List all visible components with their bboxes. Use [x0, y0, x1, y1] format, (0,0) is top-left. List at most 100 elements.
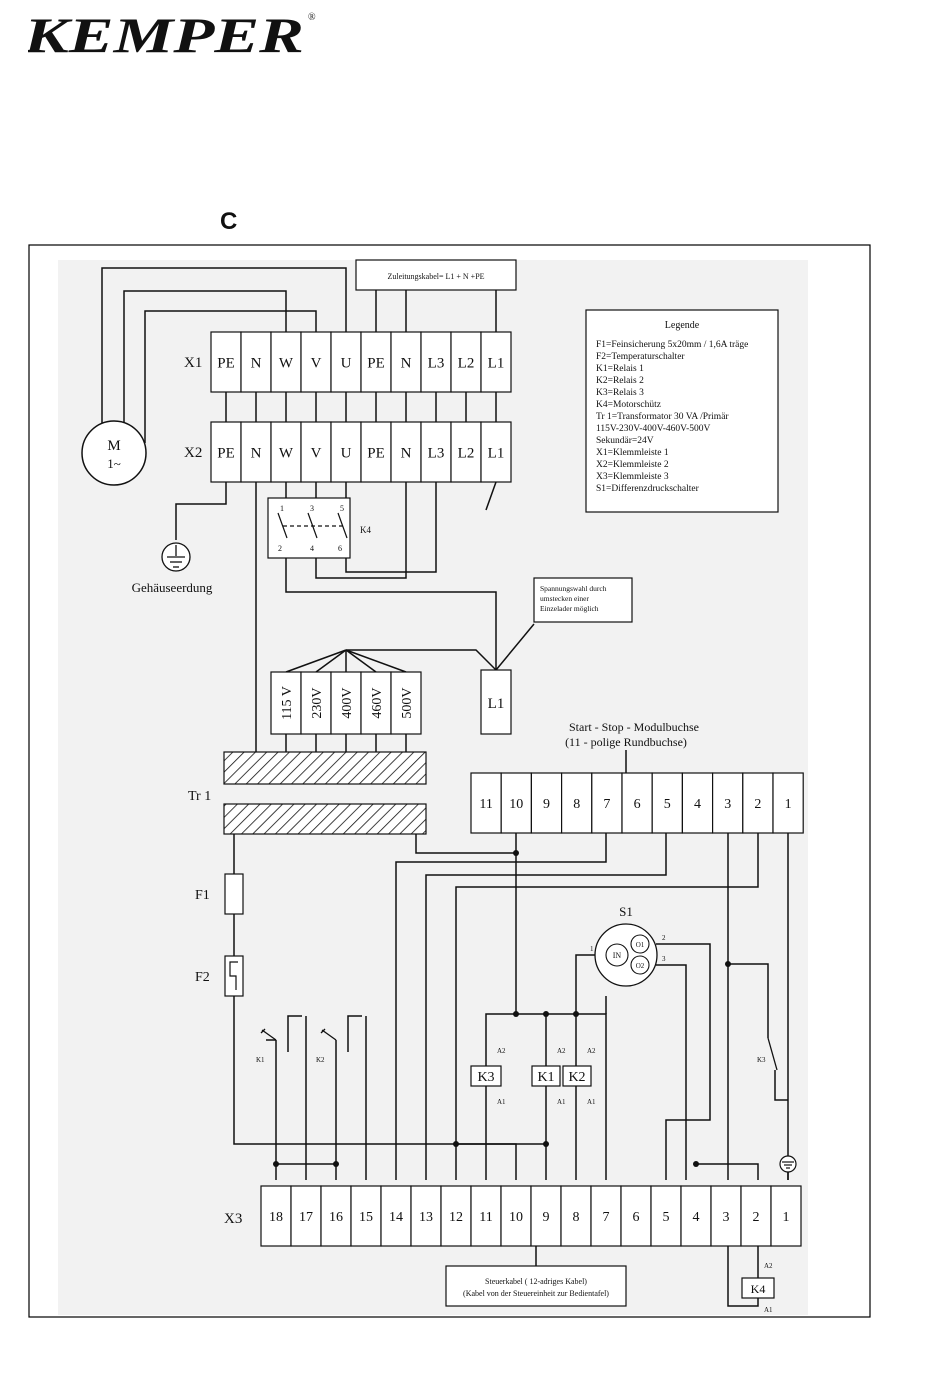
socket-pin-terminal-label: 6	[634, 797, 641, 812]
legend-line: F1=Feinsicherung 5x20mm / 1,6A träge	[596, 340, 748, 350]
voltage-tap-label: 115 V	[280, 686, 295, 720]
socket-pin-cell	[772, 772, 804, 834]
control-cable-line-2: (Kabel von der Steuereinheit zur Bedient…	[463, 1289, 609, 1298]
x1-terminal-label: L2	[458, 355, 475, 371]
x2-terminal-label: V	[311, 445, 322, 461]
voltage-note-line-2: umstecken einer	[540, 594, 589, 603]
k4-pin-2: 2	[278, 544, 282, 553]
l1-plug-label: L1	[488, 696, 505, 712]
transformer-primary	[223, 751, 427, 785]
k4-pin-3: 3	[310, 504, 314, 513]
control-cable-box	[445, 1265, 627, 1307]
section-letter: C	[220, 208, 238, 235]
legend-line: X1=Klemmleiste 1	[596, 448, 669, 458]
k4-contact-box	[267, 497, 351, 559]
socket-pin-cell	[651, 772, 684, 834]
voltage-tap-label: 500V	[400, 687, 415, 718]
x3-terminal-label: 12	[449, 1210, 463, 1225]
x3-terminal-label: 6	[633, 1210, 640, 1225]
k2-contact-label: K2	[316, 1056, 325, 1064]
x1-terminal-label: V	[311, 355, 322, 371]
logo-text: KEMPER	[28, 8, 304, 58]
x3-terminal-label: 3	[723, 1210, 730, 1225]
socket-pin-terminal-label: 4	[694, 797, 701, 812]
k1-contact-label: K1	[256, 1056, 265, 1064]
voltage-tap-box	[360, 671, 392, 735]
x3-cell	[740, 1185, 772, 1247]
k2-coil-label: K2	[568, 1070, 585, 1085]
transformer-secondary	[223, 803, 427, 835]
x1-cell	[240, 331, 272, 393]
socket-pin-cell	[591, 772, 623, 834]
voltage-note-line-1: Spannungswahl durch	[540, 584, 607, 593]
x2-terminal-label: U	[341, 445, 352, 461]
x2-cell	[360, 421, 392, 483]
x3-cell	[320, 1185, 352, 1247]
voltage-tap-label: 230V	[310, 687, 325, 718]
s1-o1-label: O1	[636, 941, 645, 949]
legend-line: Tr 1=Transformator 30 VA /Primär	[596, 411, 729, 422]
k4-coil-a2: A2	[764, 1262, 773, 1270]
s1-label: S1	[619, 904, 633, 919]
k4-pin-4: 4	[310, 544, 314, 553]
x2-cell	[480, 421, 512, 483]
k3-a2-label: A2	[497, 1047, 506, 1055]
k2-a1-label: A1	[587, 1098, 596, 1106]
legend-lines: F1=Feinsicherung 5x20mm / 1,6A trägeF2=T…	[596, 340, 748, 494]
x1-terminal-label: U	[341, 355, 352, 371]
x2-cell	[450, 421, 482, 483]
x2-cell	[270, 421, 302, 483]
diagram-frame	[28, 244, 871, 1318]
legend-line: K3=Relais 3	[596, 388, 644, 398]
voltage-tap-box	[330, 671, 362, 735]
x3-terminal-label: 16	[329, 1210, 343, 1225]
x3-terminal-label: 11	[479, 1210, 492, 1225]
k3-contact-label: K3	[757, 1056, 766, 1064]
x3-cell	[650, 1185, 682, 1247]
x2-cell	[390, 421, 422, 483]
socket-pin-terminal-label: 3	[724, 797, 731, 812]
x3-terminal-label: 2	[753, 1210, 760, 1225]
control-cable-line-1: Steuerkabel ( 12-adriges Kabel)	[485, 1277, 587, 1286]
supply-cable-box	[355, 259, 517, 291]
k4-coil	[741, 1277, 775, 1299]
x3-terminal-label: 7	[603, 1210, 610, 1225]
kemper-logo: KEMPER ®	[23, 7, 328, 63]
x1-terminal-label: N	[401, 355, 412, 371]
socket-pin-cell	[560, 772, 593, 834]
x1-terminal-label: W	[279, 355, 294, 371]
tr1-label: Tr 1	[188, 789, 211, 804]
legend-line: X3=Klemmleiste 3	[596, 472, 669, 482]
motor-letter: M	[107, 438, 120, 454]
socket-pin-cell	[711, 772, 744, 834]
registered-mark: ®	[308, 12, 316, 23]
k4-coil-label: K4	[751, 1282, 766, 1296]
s1-o2-label: O2	[636, 962, 645, 970]
x2-terminal-label: N	[401, 445, 412, 461]
voltage-tap-label: 460V	[370, 687, 385, 718]
legend-box	[585, 309, 779, 513]
k4-pin-5: 5	[340, 504, 344, 513]
x2-cell	[300, 421, 332, 483]
x2-cell	[420, 421, 452, 483]
x3-terminal-label: 13	[419, 1210, 433, 1225]
ground-icon	[161, 542, 191, 572]
x2-terminal-label: W	[279, 445, 294, 461]
s1-in-label: IN	[613, 951, 622, 960]
legend-line: F2=Temperaturschalter	[596, 352, 685, 362]
socket-pin-cell	[742, 772, 774, 834]
x1-cell	[210, 331, 242, 393]
x3-terminal-label: 14	[389, 1210, 403, 1225]
k1-coil-label: K1	[537, 1070, 554, 1085]
k4-contact-label: K4	[360, 525, 371, 535]
k1-a2-label: A2	[557, 1047, 566, 1055]
module-socket-subtitle: (11 - polige Rundbuchse)	[565, 735, 687, 749]
k4-pin-6: 6	[338, 544, 342, 553]
k4-contact-switches	[277, 512, 348, 539]
s1-pin-2: 2	[662, 934, 666, 942]
socket-pin-terminal-label: 9	[543, 797, 550, 812]
